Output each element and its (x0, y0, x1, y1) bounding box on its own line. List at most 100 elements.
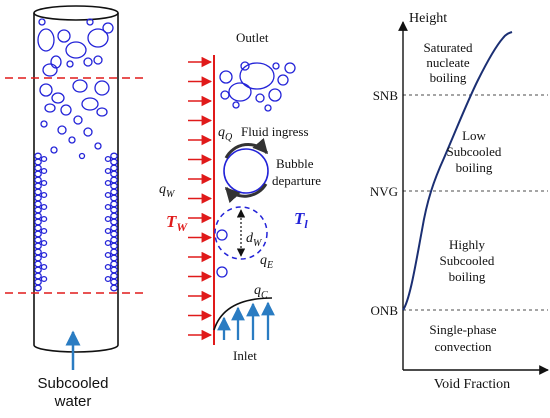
bubble (104, 263, 112, 271)
tube-top-rim (33, 5, 119, 21)
level-snb: SNB (373, 88, 399, 103)
bubble (57, 125, 67, 135)
region-low-line3: boiling (456, 160, 493, 175)
bubble (277, 74, 289, 86)
bubble (110, 188, 118, 196)
bubble (284, 62, 296, 74)
thermal-boundary-curve (213, 297, 273, 331)
bubble (34, 194, 42, 202)
bubble (110, 158, 118, 166)
bubble (68, 136, 76, 144)
bubble (110, 176, 118, 184)
subcooled-label: Subcooled (38, 375, 109, 392)
bubble (110, 152, 118, 160)
bubble (110, 182, 118, 190)
bubble (110, 230, 118, 238)
bubble (34, 152, 42, 160)
region-highly-line2: Subcooled (440, 253, 495, 268)
bubble (110, 272, 118, 280)
T-W-label: TW (166, 212, 188, 234)
bubble (66, 60, 74, 68)
bubble (102, 22, 114, 34)
region-low-line2: Subcooled (447, 144, 502, 159)
bubble (34, 218, 42, 226)
bubble (110, 218, 118, 226)
outlet-bubbles (219, 61, 296, 112)
region-low-line1: Low (462, 128, 486, 143)
bubble (40, 263, 48, 271)
region-saturated-line1: Saturated (423, 40, 473, 55)
bubble (110, 254, 118, 262)
bubble (232, 101, 240, 109)
bubble (272, 62, 280, 70)
inlet-flow-arrows (217, 301, 275, 340)
bubble (44, 103, 56, 113)
level-onb: ONB (371, 303, 399, 318)
bubble (34, 230, 42, 238)
d-W-label: dW (246, 231, 263, 249)
bubble (34, 212, 42, 220)
bubble (87, 28, 109, 48)
tube-bubbles (34, 18, 118, 292)
region-saturated-line3: boiling (430, 70, 467, 85)
T-l-label: Tl (294, 209, 308, 231)
bubble (42, 63, 58, 77)
bubble (104, 191, 112, 199)
bubble (78, 152, 86, 160)
bubble (104, 215, 112, 223)
bubble (34, 248, 42, 256)
bubble (39, 83, 53, 97)
bubble (110, 284, 118, 292)
bubble (104, 275, 112, 283)
departing-bubble (223, 148, 269, 194)
nucleating-bubble (216, 229, 228, 241)
bubble (40, 179, 48, 187)
outlet-label: Outlet (236, 30, 269, 45)
bubble (34, 242, 42, 250)
bubble (60, 104, 72, 116)
nucleating-bubble (216, 266, 228, 278)
bubble (240, 61, 250, 71)
bubble (94, 80, 110, 96)
region-highly-line1: Highly (449, 237, 486, 252)
bubble (34, 224, 42, 232)
bubble (96, 107, 108, 117)
bubble (268, 88, 282, 102)
bubble-label: Bubble (276, 156, 314, 171)
bubble (34, 158, 42, 166)
bubble (34, 260, 42, 268)
bubble (34, 176, 42, 184)
bubble (110, 194, 118, 202)
bubble (220, 90, 230, 100)
bubble (110, 236, 118, 244)
bubble (34, 284, 42, 292)
bubble (34, 182, 42, 190)
void-fraction-curve (402, 31, 513, 311)
bubble (40, 215, 48, 223)
bubble (255, 93, 265, 103)
bubble (40, 120, 48, 128)
bubble (93, 55, 103, 65)
q-Q-label: qQ (218, 125, 233, 143)
bubble (40, 239, 48, 247)
bubble (34, 206, 42, 214)
level-nvg: NVG (370, 184, 398, 199)
region-saturated-line2: nucleate (426, 55, 470, 70)
bubble (94, 142, 102, 150)
bubble (40, 191, 48, 199)
wall-heat-arrows (188, 56, 213, 341)
bubble (40, 275, 48, 283)
bubble (34, 164, 42, 172)
bubble (104, 251, 112, 259)
bubble (50, 146, 58, 154)
bubble (34, 266, 42, 274)
bubble (34, 254, 42, 262)
bubble (34, 170, 42, 178)
bubble (83, 127, 93, 137)
bubble (65, 41, 87, 59)
fluid-ingress-label: Fluid ingress (241, 124, 309, 139)
bubble (104, 155, 112, 163)
bubble (110, 206, 118, 214)
